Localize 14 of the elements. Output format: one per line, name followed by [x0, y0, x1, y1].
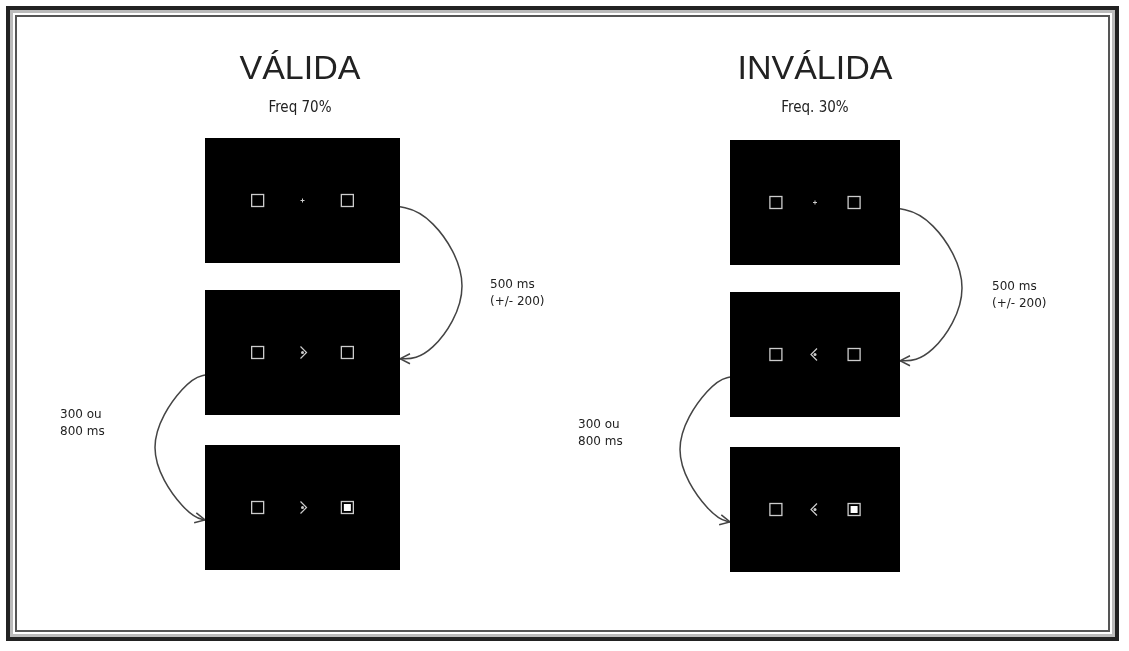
- condition-title: INVÁLIDA: [736, 48, 894, 87]
- curved-arrow: [899, 208, 963, 367]
- stimulus-screen: [730, 292, 900, 417]
- frequency-label: Freq. 30%: [780, 98, 850, 116]
- frequency-label: Freq 70%: [267, 98, 333, 116]
- condition-title: VÁLIDA: [238, 48, 362, 87]
- curved-arrow: [154, 374, 206, 524]
- stimulus-screen: [205, 290, 400, 415]
- curved-arrow: [399, 206, 463, 365]
- stimulus-screen: [730, 447, 900, 572]
- curved-arrow: [679, 376, 731, 526]
- stimulus-screen: [730, 140, 900, 265]
- stimulus-screen: [205, 445, 400, 570]
- stimulus-screen: [205, 138, 400, 263]
